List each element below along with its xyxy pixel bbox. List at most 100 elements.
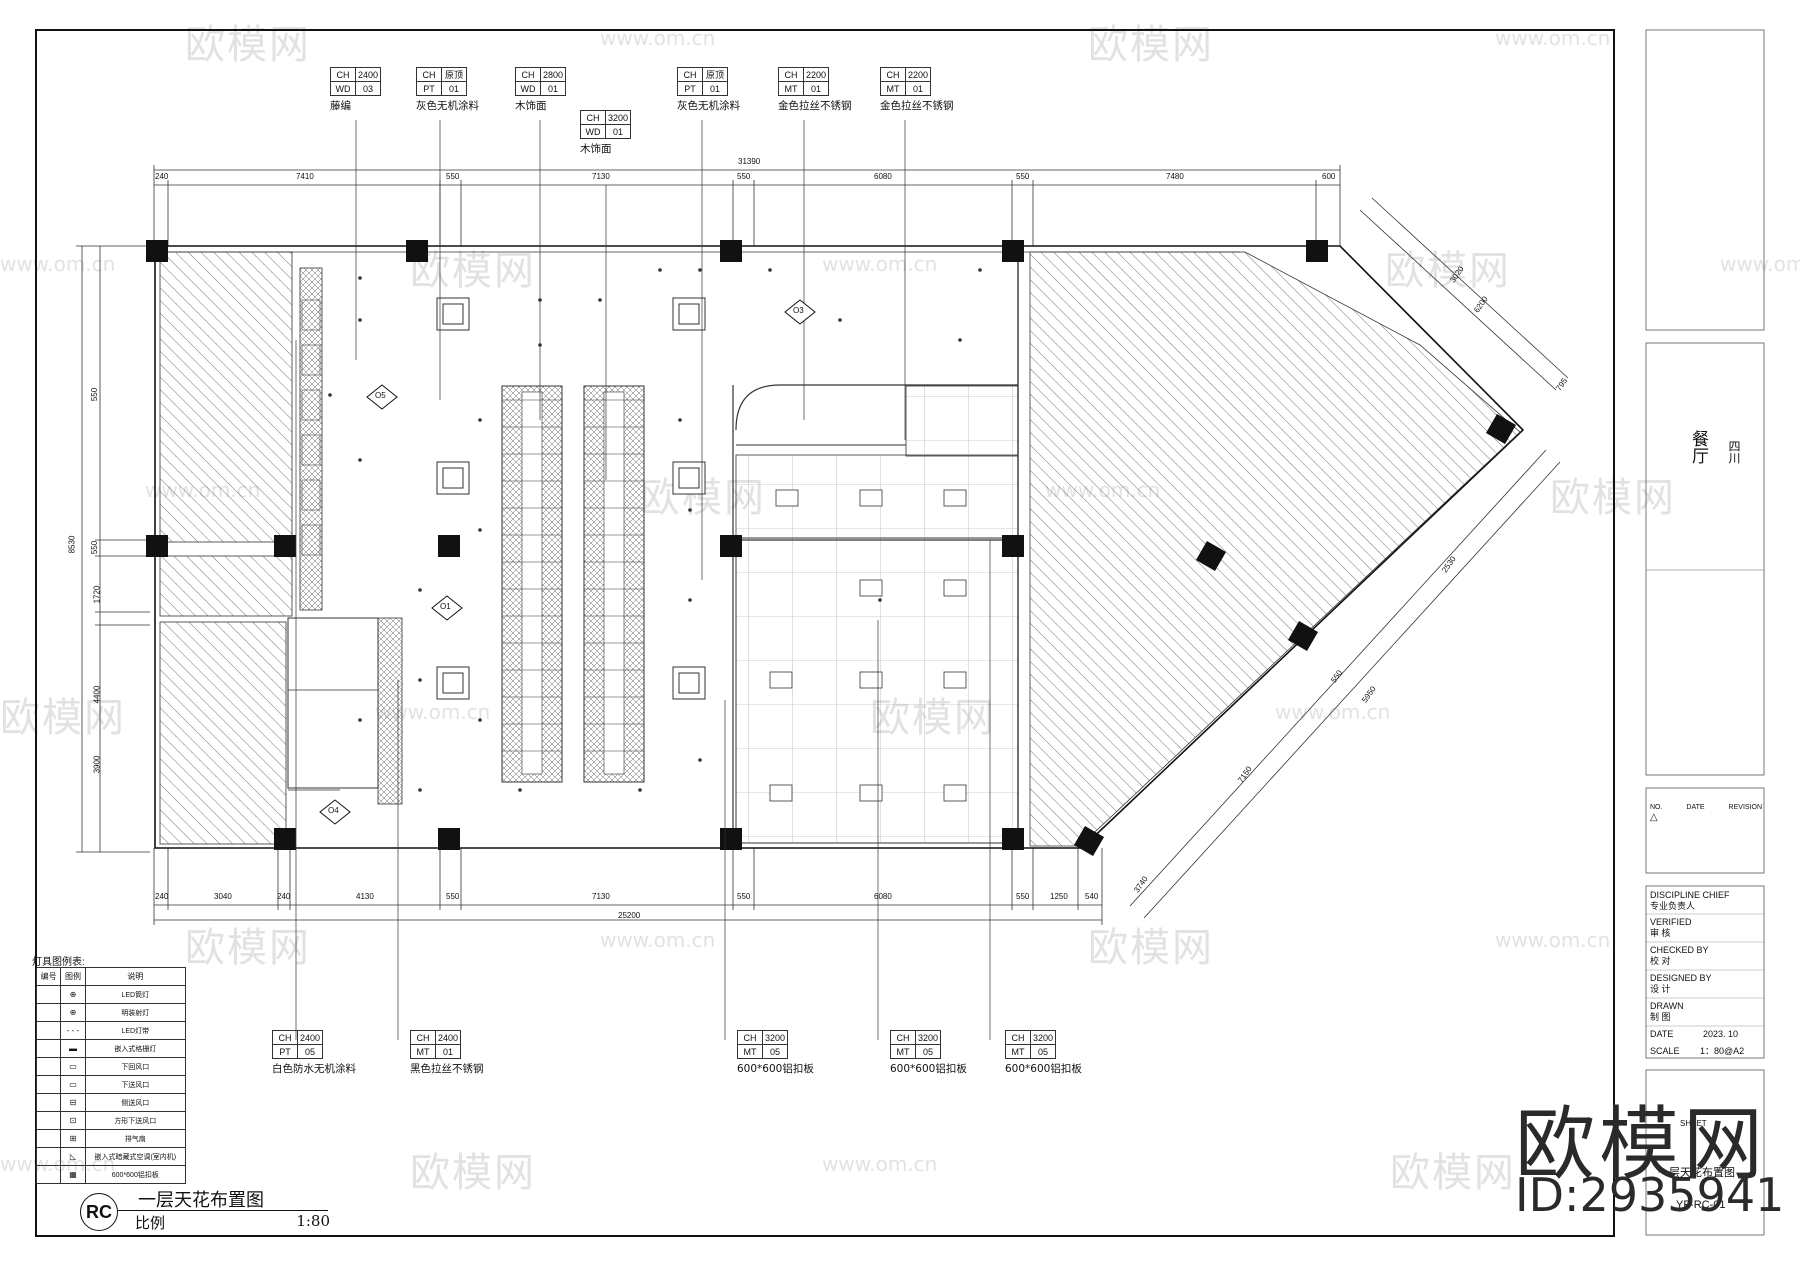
air-diffuser-inner — [678, 303, 700, 325]
downlight — [678, 418, 682, 422]
legend-header-cell: 说明 — [84, 967, 187, 986]
material-description: 白色防水无机涂料 — [272, 1063, 356, 1075]
material-code-cell: CH — [737, 1030, 763, 1045]
downlight — [698, 268, 702, 272]
material-code-cell: 2400 — [435, 1030, 461, 1045]
plan-code-badge: RC — [80, 1193, 118, 1231]
material-code-cell: WD — [330, 81, 356, 96]
legend-description-cell: 600*600铝扣板 — [84, 1165, 187, 1184]
material-code-cell: PT — [677, 81, 703, 96]
material-description: 金色拉丝不锈钢 — [778, 100, 852, 112]
material-code-cell: 3200 — [605, 110, 631, 125]
downlight — [418, 588, 422, 592]
vent — [943, 489, 967, 507]
title-block-frame-top — [1645, 29, 1765, 331]
air-diffuser-inner — [442, 303, 464, 325]
dimension-left: 8530 — [67, 535, 77, 554]
column — [274, 535, 296, 557]
material-code-cell: 2200 — [905, 67, 931, 82]
legend-index-cell — [35, 1147, 62, 1166]
sheet-label: SHEET — [1680, 1119, 1707, 1128]
air-diffuser — [672, 461, 706, 495]
material-code-cell: 01 — [702, 81, 728, 96]
legend-description-cell: 嵌入式格栅灯 — [84, 1039, 187, 1058]
legend-index-cell — [35, 1093, 62, 1112]
downlight — [958, 338, 962, 342]
material-code-cell: CH — [880, 67, 906, 82]
downlight — [478, 718, 482, 722]
dimension-bottom: 550 — [446, 892, 460, 901]
revision-label: REVISION — [1728, 804, 1762, 811]
legend-description-cell: 下送风口 — [84, 1075, 187, 1094]
revision-triangle-icon: △ — [1650, 812, 1658, 823]
material-code-cell: CH — [778, 67, 804, 82]
material-description: 600*600铝扣板 — [890, 1063, 967, 1075]
revision-date-label: DATE — [1686, 804, 1705, 811]
vent — [859, 579, 883, 597]
dimension-bottom: 550 — [1016, 892, 1030, 901]
material-code-cell: CH — [580, 110, 606, 125]
hatched-area-left-bottom — [159, 621, 287, 845]
legend-symbol-icon: ▬ — [60, 1039, 86, 1058]
dimension-bottom: 1250 — [1050, 892, 1068, 901]
material-code-cell: PT — [272, 1044, 298, 1059]
material-description: 灰色无机涂料 — [677, 100, 740, 112]
dimension-left: 3900 — [92, 755, 102, 774]
legend-row: ⊕明装射灯 — [35, 1003, 187, 1022]
project-name: 餐厅 — [1689, 430, 1708, 464]
legend-symbol-icon: - - - — [60, 1021, 86, 1040]
dimension-bottom: 3040 — [214, 892, 232, 901]
legend-symbol-icon: ⊕ — [60, 1003, 86, 1022]
material-code-cell: 3200 — [915, 1030, 941, 1045]
material-code-cell: CH — [1005, 1030, 1031, 1045]
downlight — [358, 458, 362, 462]
air-diffuser-inner — [678, 672, 700, 694]
column-angled — [1073, 825, 1105, 857]
legend-header-cell: 图例 — [60, 967, 86, 986]
material-description: 600*600铝扣板 — [1005, 1063, 1082, 1075]
legend-row: ▭下回风口 — [35, 1057, 187, 1076]
legend-row: ▬嵌入式格栅灯 — [35, 1039, 187, 1058]
legend-description-cell: 下回风口 — [84, 1057, 187, 1076]
column — [1306, 240, 1328, 262]
material-code-cell: CH — [677, 67, 703, 82]
plan-scale-row: 比例 1:80 — [135, 1212, 330, 1233]
vent — [775, 489, 799, 507]
dimension-top: 550 — [446, 172, 460, 181]
air-diffuser — [672, 666, 706, 700]
dimension-top: 6080 — [874, 172, 892, 181]
downlight — [698, 758, 702, 762]
air-diffuser — [436, 461, 470, 495]
legend-description-cell: LED灯带 — [84, 1021, 187, 1040]
column — [720, 828, 742, 850]
column — [438, 535, 460, 557]
material-code-cell: 03 — [355, 81, 381, 96]
material-code-cell: MT — [880, 81, 906, 96]
vent — [769, 671, 793, 689]
legend-symbol-icon: ⊞ — [60, 1129, 86, 1148]
legend-row: ◺嵌入式暗藏式空调(室内机) — [35, 1147, 187, 1166]
air-diffuser-inner — [442, 467, 464, 489]
material-code-cell: 05 — [1030, 1044, 1056, 1059]
downlight — [328, 393, 332, 397]
vent — [859, 489, 883, 507]
material-code-cell: CH — [416, 67, 442, 82]
legend-row: ⊕LED筒灯 — [35, 985, 187, 1004]
revision-no-label: NO. — [1650, 804, 1663, 811]
downlight — [358, 276, 362, 280]
vent — [859, 784, 883, 802]
legend-symbol-icon: ⊕ — [60, 985, 86, 1004]
downlight — [688, 598, 692, 602]
